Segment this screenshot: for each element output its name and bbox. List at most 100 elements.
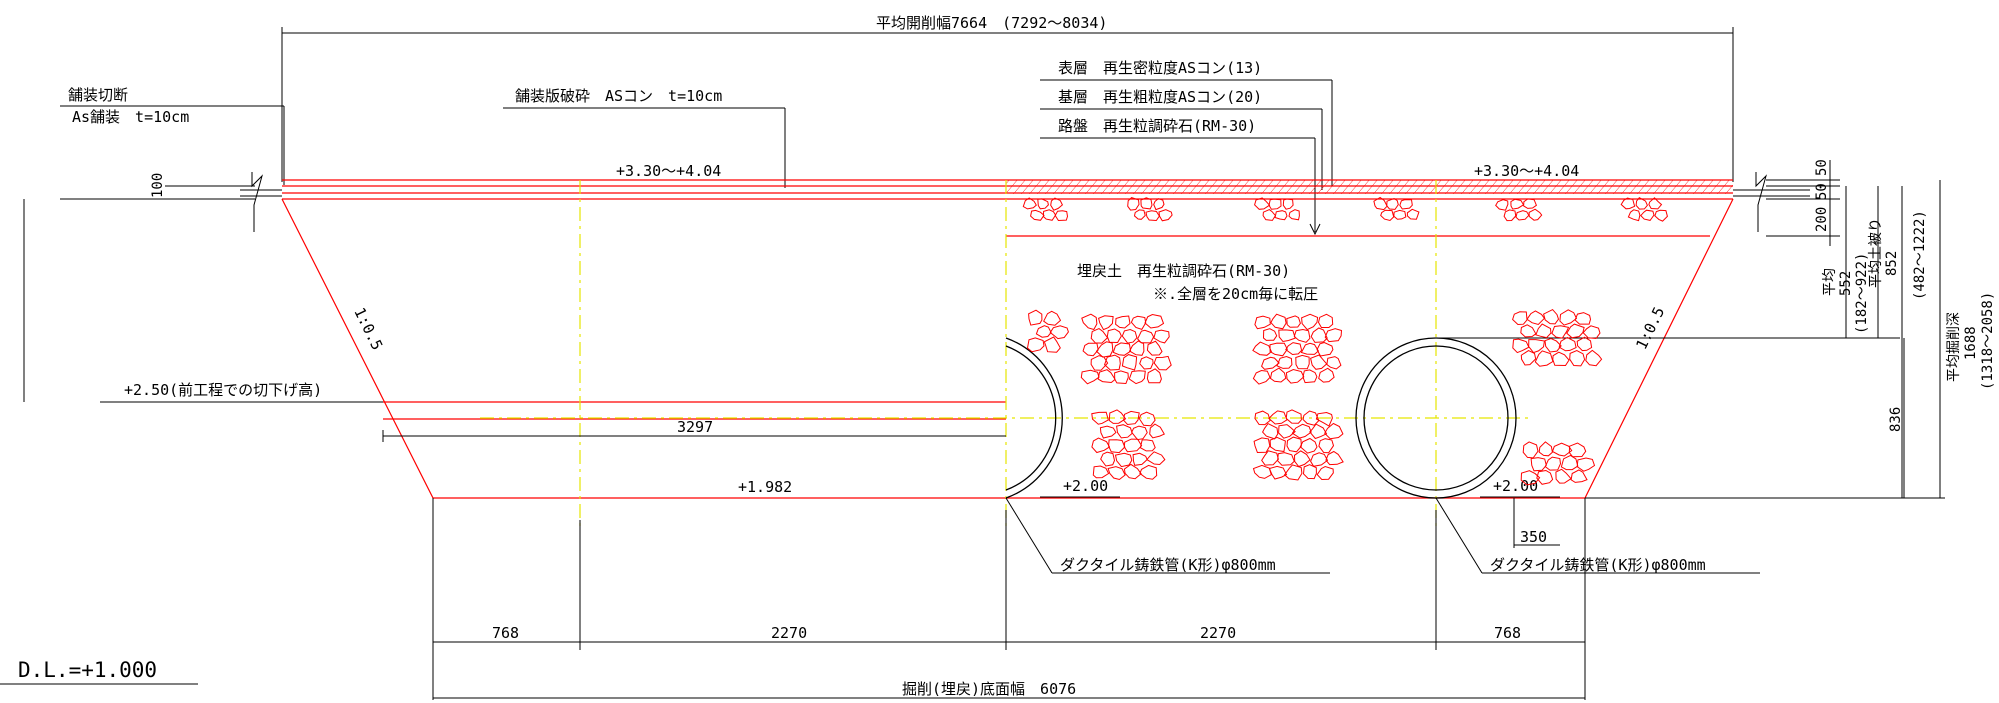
pipe-level-left-label: +2.00 [1063, 477, 1108, 495]
stone [1555, 468, 1572, 484]
stone [1252, 464, 1272, 479]
stone [1123, 410, 1140, 426]
stone [1107, 466, 1126, 481]
stone [1318, 438, 1335, 454]
stone [1291, 423, 1312, 439]
stone [1268, 410, 1288, 425]
stone [1127, 197, 1140, 211]
stone [1569, 349, 1586, 367]
stone [1627, 209, 1641, 222]
stone [1104, 354, 1121, 371]
stone [1523, 198, 1538, 209]
stone [1310, 354, 1328, 370]
stone [1080, 369, 1100, 385]
stone [1153, 198, 1165, 211]
stone [1153, 329, 1170, 344]
pipe-left [1005, 337, 1063, 499]
stone [1302, 464, 1317, 480]
stone [1097, 369, 1116, 384]
stone [1146, 340, 1163, 356]
stone [1520, 470, 1541, 486]
stone [1139, 464, 1158, 480]
stone [1112, 342, 1132, 356]
stone [1551, 442, 1573, 457]
stone [1121, 354, 1138, 371]
stone [1139, 356, 1154, 370]
stone [1293, 328, 1311, 343]
stone [1270, 313, 1287, 330]
stone [1098, 315, 1114, 331]
pipe-right-label: ダクタイル鋳鉄管(K形)φ800mm [1490, 556, 1706, 574]
top-width-dimension: 平均開削幅7664 (7292～8034) [281, 14, 1734, 182]
stone [1393, 209, 1407, 220]
dim-3297: 3297 [677, 418, 713, 436]
bottom-width-label: 掘削(埋戻)底面幅 6076 [902, 680, 1076, 698]
backfill-annotation: 埋戻土 再生粒調砕石(RM-30) ※.全層を20cm毎に転圧 [1077, 262, 1318, 303]
stone [1037, 198, 1049, 210]
stone [1536, 469, 1554, 485]
stone [1278, 424, 1296, 439]
stone [1049, 325, 1069, 340]
stone [1512, 338, 1530, 354]
stone [1299, 437, 1318, 454]
as-paving-label: As舗装 t=10cm [72, 108, 189, 126]
stone [1116, 424, 1133, 439]
stone [1318, 367, 1335, 383]
stone [1108, 409, 1127, 424]
stone [1261, 450, 1279, 466]
cover-range: (482～1222) [1912, 210, 1928, 300]
stone [1648, 197, 1663, 210]
left-annotations: 舗装切断 As舗装 t=10cm 舗装版破砕 ASコン t=10cm [60, 86, 786, 188]
stone [1285, 368, 1305, 384]
roadbed-label: 路盤 再生粒調砕石(RM-30) [1058, 117, 1256, 135]
stone [1099, 425, 1117, 439]
cover-value: 852 [1884, 251, 1900, 276]
stone [1146, 451, 1166, 466]
depth-title: 平均掘削深 [1946, 312, 1962, 382]
stone [1283, 464, 1303, 481]
bottom-2270-right: 2270 [1200, 624, 1236, 642]
stone [1512, 311, 1528, 326]
stone [1254, 410, 1271, 426]
stone [1114, 452, 1133, 468]
stone [1121, 328, 1138, 344]
bottom-768-right: 768 [1494, 624, 1521, 642]
stone [1123, 463, 1142, 480]
dim-350: 350 [1520, 528, 1547, 546]
pipe-level-right-label: +2.00 [1493, 477, 1538, 495]
stone [1301, 313, 1319, 331]
stone [1520, 350, 1537, 366]
stone [1054, 210, 1069, 222]
stone [1386, 197, 1399, 210]
depth-range: (1318～2058) [1980, 292, 1996, 390]
stone [1286, 315, 1301, 328]
level-right-label: +3.30～+4.04 [1474, 162, 1579, 180]
stone [1123, 438, 1143, 453]
stone [1544, 337, 1562, 353]
stone [1585, 349, 1603, 367]
stone [1030, 209, 1045, 221]
stone [1293, 450, 1311, 468]
stone [1278, 329, 1296, 343]
stone [1399, 199, 1413, 210]
centerlines [480, 180, 1530, 530]
pipes: +2.00 +2.00 [1005, 337, 1900, 499]
stone [1095, 341, 1114, 358]
left-dimensions: 100 平均 1070 3297 [23, 173, 1006, 442]
stone [1261, 422, 1279, 440]
stone [1269, 342, 1288, 357]
stone [1317, 313, 1334, 328]
stone [1277, 452, 1295, 466]
stone [1115, 315, 1131, 329]
dim-100: 100 [150, 173, 166, 198]
stone [1285, 409, 1302, 424]
stone [1253, 437, 1271, 454]
stone [1139, 439, 1156, 452]
stone [1300, 342, 1320, 355]
stone [1028, 309, 1043, 326]
stone [1310, 452, 1329, 467]
stone [1254, 197, 1271, 210]
stone [1106, 328, 1122, 344]
stone [1035, 325, 1052, 338]
